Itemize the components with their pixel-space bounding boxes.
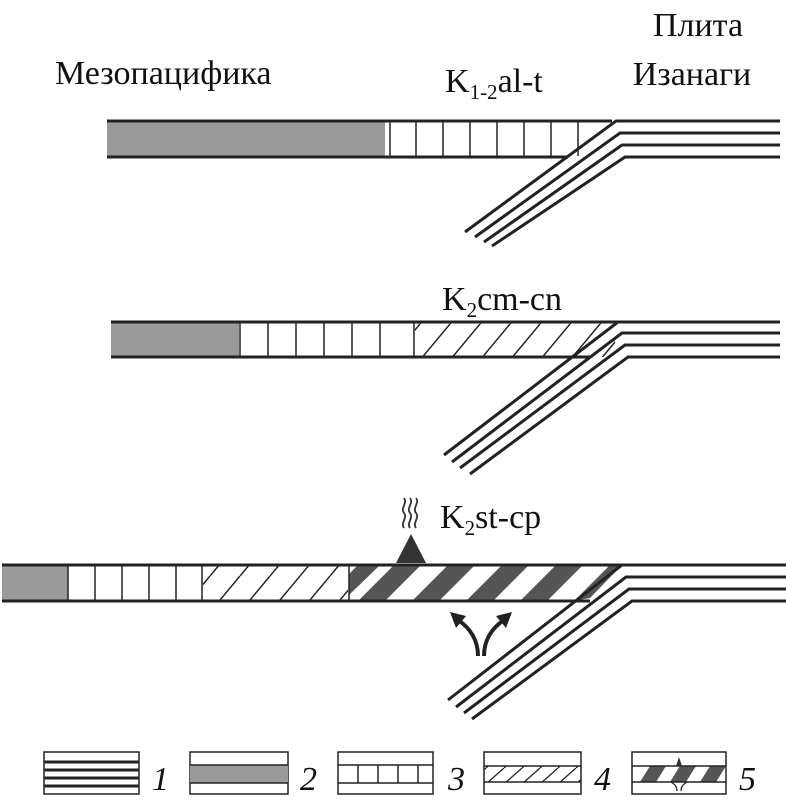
- stage-3-volcanic-zone: [348, 565, 622, 601]
- smoke-icon: [401, 497, 419, 529]
- stage-3-hatched-zone: [203, 565, 348, 601]
- stage-3-gray-crust: [2, 565, 68, 601]
- legend-item-4: 4: [483, 751, 611, 798]
- legend-number-4: 4: [594, 761, 611, 798]
- stage-1-gray-crust: [107, 121, 385, 156]
- stage-3-subducting-plate: [447, 563, 786, 721]
- legend: 1 2 3 4: [43, 751, 756, 798]
- stage-2-diagram: K2cm-cn: [111, 281, 780, 476]
- legend-number-5: 5: [739, 761, 756, 798]
- stage-1-striped-zone: [389, 121, 579, 156]
- legend-item-5: 5: [631, 751, 756, 798]
- stage-2-label: K2cm-cn: [442, 281, 562, 322]
- plate-label-line1: Плита: [653, 7, 743, 44]
- stage-3-label: K2st-cp: [440, 499, 541, 540]
- stage-2-subducting-plate: [443, 320, 780, 476]
- legend-item-3: 3: [337, 751, 465, 798]
- stage-1-diagram: K1-2al-t: [107, 63, 780, 248]
- mesopacifica-label: Мезопацифика: [55, 55, 272, 92]
- stage-1-subducting-plate: [464, 119, 780, 248]
- stage-2-gray-crust: [111, 322, 239, 357]
- magma-arrows-icon: [450, 612, 512, 657]
- legend-number-3: 3: [447, 761, 465, 798]
- legend-item-2: 2: [189, 751, 317, 798]
- legend-number-2: 2: [300, 761, 317, 798]
- volcano-icon: [396, 534, 426, 563]
- legend-swatch-3: [337, 751, 434, 795]
- stage-3-striped-zone: [67, 565, 203, 601]
- stage-2-striped-zone: [239, 322, 415, 357]
- stage-2-hatched-zone: [415, 322, 615, 357]
- plate-label-line2: Изанаги: [633, 56, 752, 93]
- stage-1-label: K1-2al-t: [445, 63, 543, 104]
- stage-3-diagram: K2st-cp: [2, 497, 786, 721]
- legend-item-1: 1: [43, 751, 169, 798]
- legend-number-1: 1: [152, 761, 169, 798]
- legend-swatch-1: [43, 751, 140, 795]
